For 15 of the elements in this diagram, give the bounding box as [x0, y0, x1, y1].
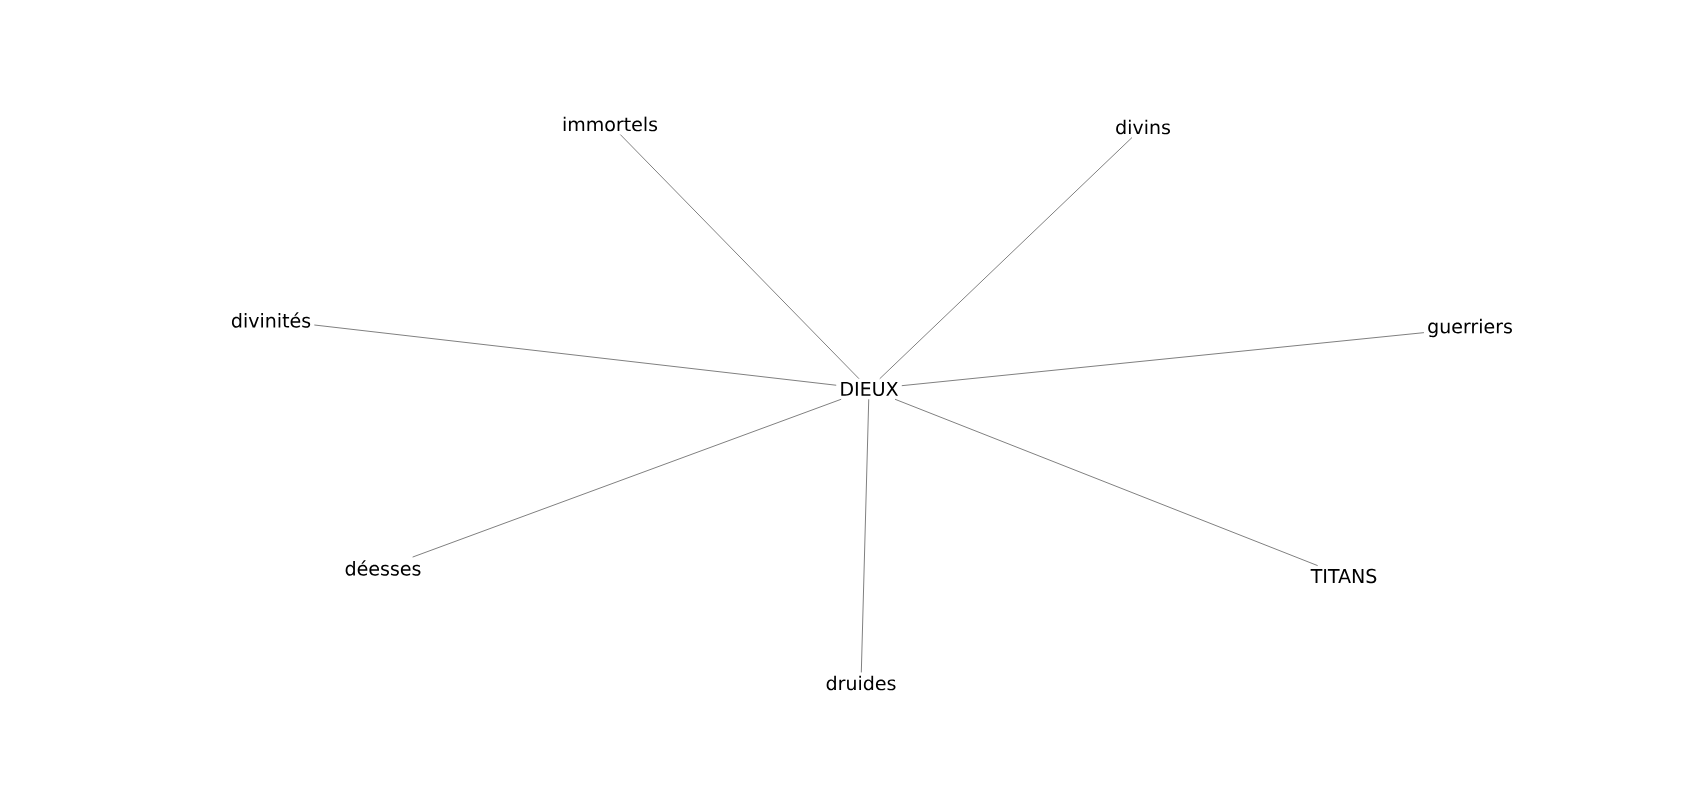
connector-line [894, 398, 1319, 567]
word-label: immortels [563, 116, 658, 132]
connector-line [901, 332, 1425, 387]
connector-line [412, 398, 842, 558]
word-label: déesses [345, 560, 421, 576]
connector-line [879, 137, 1133, 380]
word-label: TITANS [1310, 568, 1377, 584]
connector-line [860, 398, 870, 673]
word-label: guerriers [1428, 318, 1512, 338]
connector-line [313, 324, 837, 386]
word-label: divins [1116, 119, 1170, 135]
word-label: DIEUX [841, 381, 898, 397]
connector-line [619, 134, 860, 380]
word-label: divinités [231, 312, 311, 328]
word-label: druides [826, 675, 896, 691]
